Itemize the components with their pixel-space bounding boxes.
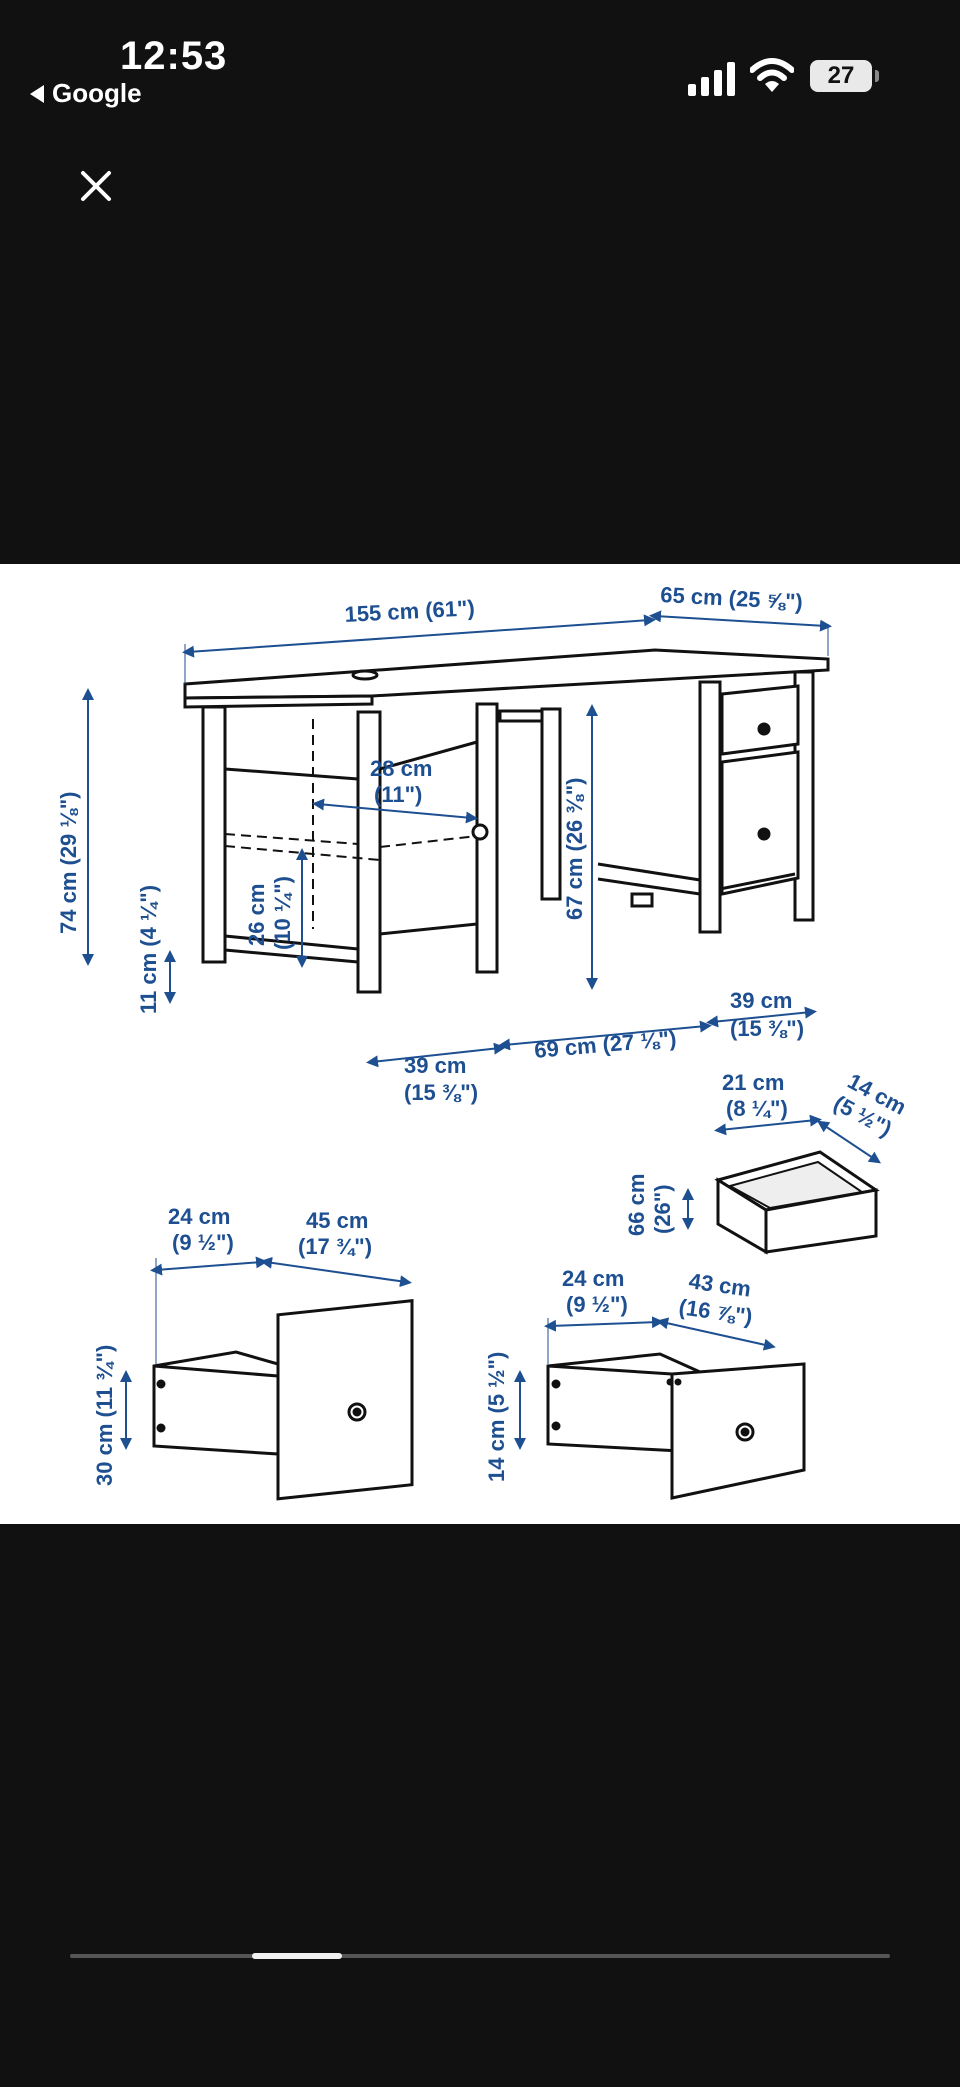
dim-large-drawer-width-cm: 24 cm: [168, 1204, 230, 1229]
dim-floor-gap: 11 cm (4 ¼"): [136, 885, 161, 1014]
dim-small-drawer-width-cm: 21 cm: [722, 1070, 784, 1095]
wifi-icon: [750, 58, 794, 92]
small-drawer-drawing: [714, 1150, 880, 1255]
desk-drawing: [183, 648, 830, 994]
dim-medium-drawer-height: 14 cm (5 ½"): [484, 1352, 509, 1482]
dim-left-width-in: (15 ⅜"): [404, 1080, 478, 1105]
medium-drawer-drawing: [546, 1352, 806, 1500]
status-bar: 12:53 Google 27: [0, 0, 960, 120]
dim-shelf-depth-in: (11"): [374, 782, 422, 807]
dim-medium-drawer-width-cm: 24 cm: [562, 1266, 624, 1291]
dim-knee-width: 69 cm (27 ⅛"): [533, 1026, 677, 1063]
battery-level: 27: [827, 62, 855, 89]
back-arrow-icon: [30, 84, 44, 103]
dim-small-drawer-height-in: (26"): [650, 1184, 675, 1234]
signal-icon: [688, 62, 735, 96]
dim-large-drawer-height: 30 cm (11 ¾"): [92, 1345, 117, 1486]
dim-width: 155 cm (61"): [344, 595, 475, 627]
dim-medium-drawer-width-in: (9 ½"): [566, 1292, 628, 1317]
back-to-google-link[interactable]: Google: [30, 78, 142, 109]
battery-icon: 27: [810, 60, 879, 92]
desk-dimension-diagram: 155 cm (61") 65 cm (25 ⅝") 74 cm (29 ⅛")…: [56, 582, 910, 1501]
dim-right-width-in: (15 ⅜"): [730, 1016, 804, 1041]
dim-shelf-height-cm: 26 cm: [244, 884, 269, 946]
dimension-labels: 155 cm (61") 65 cm (25 ⅝") 74 cm (29 ⅛")…: [56, 582, 910, 1486]
dim-depth: 65 cm (25 ⅝"): [660, 582, 804, 614]
image-pager-thumb[interactable]: [252, 1953, 342, 1959]
dim-left-width-cm: 39 cm: [404, 1053, 466, 1078]
dim-small-drawer-width-in: (8 ¼"): [726, 1096, 788, 1121]
back-link-label: Google: [52, 78, 142, 108]
close-icon[interactable]: [78, 168, 114, 204]
dim-shelf-height-in: (10 ¼"): [270, 876, 295, 950]
dim-total-height: 74 cm (29 ⅛"): [56, 791, 81, 934]
dim-small-drawer-height-cm: 66 cm: [624, 1174, 649, 1236]
dim-large-drawer-width-in: (9 ½"): [172, 1230, 234, 1255]
dim-knee-height: 67 cm (26 ⅜"): [562, 777, 587, 920]
image-pager-track[interactable]: [70, 1954, 890, 1958]
status-time: 12:53: [120, 34, 228, 78]
dim-large-drawer-depth-cm: 45 cm: [306, 1208, 368, 1233]
dim-large-drawer-depth-in: (17 ¾"): [298, 1234, 372, 1259]
dim-right-width-cm: 39 cm: [730, 988, 792, 1013]
large-drawer-drawing: [152, 1299, 414, 1501]
product-dimension-image[interactable]: 155 cm (61") 65 cm (25 ⅝") 74 cm (29 ⅛")…: [0, 564, 960, 1524]
dim-shelf-depth-cm: 28 cm: [370, 756, 432, 781]
